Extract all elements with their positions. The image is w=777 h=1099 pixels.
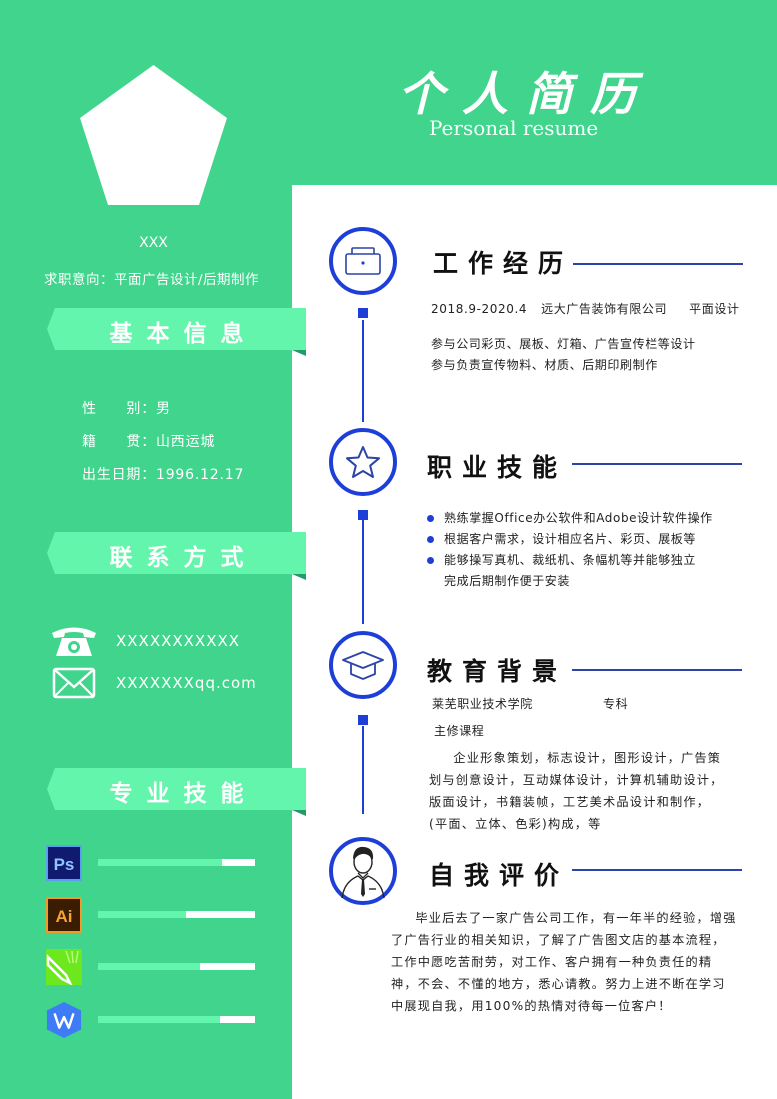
skills-list-item: 根据客户需求，设计相应名片、彩页、展板等: [427, 529, 747, 550]
skill-row-illustrator: Ai: [46, 897, 266, 935]
education-heading-line: [572, 669, 742, 671]
timeline-segment: [362, 520, 364, 624]
self-eval-icon-circle: [329, 837, 397, 905]
timeline-dot: [358, 510, 368, 520]
ps-icon: Ps: [46, 845, 82, 881]
job-intent: 求职意向：平面广告设计/后期制作: [44, 272, 260, 288]
basic-info-heading: 基本信息: [109, 320, 258, 347]
contact-email: XXXXXXXqq.com: [50, 667, 257, 699]
contact-heading: 联系方式: [109, 544, 258, 571]
pro-skills-heading: 专业技能: [109, 780, 258, 807]
info-row-gender: 性 别：男: [82, 401, 171, 417]
skill-bar-wps: [98, 1016, 255, 1023]
resume-subtitle: Personal resume: [429, 116, 599, 140]
phone-number: XXXXXXXXXXX: [116, 632, 241, 650]
resume-title: 个人简历: [398, 67, 654, 121]
person-avatar-icon: [341, 846, 385, 898]
envelope-icon: [52, 667, 96, 699]
skill-bar-illustrator: [98, 911, 255, 918]
wps-icon: [46, 1002, 82, 1038]
basic-info-ribbon: 基本信息: [47, 308, 306, 356]
work-duty: 参与负责宣传物料、材质、后期印刷制作: [431, 358, 658, 372]
contact-ribbon: 联系方式: [47, 532, 306, 580]
briefcase-icon: [345, 247, 381, 275]
work-position: 平面设计: [689, 302, 740, 316]
ai-icon: Ai: [46, 897, 82, 933]
skills-list-item: 完成后期制作便于安装: [444, 574, 571, 588]
education-degree: 专科: [603, 697, 629, 711]
info-row-hometown: 籍 贯：山西运城: [82, 434, 216, 450]
info-row-birthdate: 出生日期：1996.12.17: [82, 467, 245, 483]
photo-placeholder: [80, 65, 227, 205]
timeline-segment: [362, 320, 364, 422]
self-eval-heading-line: [572, 869, 742, 871]
telephone-icon: [52, 627, 96, 656]
work-heading: 工作经历: [433, 249, 574, 278]
timeline-dot: [358, 715, 368, 725]
education-icon-circle: [329, 631, 397, 699]
svg-text:Ai: Ai: [56, 907, 73, 926]
graduation-cap-icon: [342, 651, 384, 680]
self-eval-text: 毕业后去了一家广告公司工作，有一年半的经验，增强了广告行业的相关知识，了解了广告…: [391, 911, 737, 1013]
contact-phone: XXXXXXXXXXX: [50, 624, 240, 658]
skill-row-wps: [46, 1002, 266, 1040]
education-school: 莱芜职业技术学院: [432, 697, 533, 711]
work-company: 远大广告装饰有限公司: [541, 302, 668, 316]
skill-row-photoshop: Ps: [46, 845, 266, 883]
skills-list-item: 熟练掌握Office办公软件和Adobe设计软件操作: [427, 508, 747, 529]
education-heading: 教育背景: [427, 657, 568, 686]
skill-bar-coreldraw: [98, 963, 255, 970]
email-address: XXXXXXXqq.com: [116, 674, 257, 692]
skill-bar-photoshop: [98, 859, 255, 866]
courses-text: 企业形象策划，标志设计，图形设计，广告策划与创意设计，互动媒体设计，计算机辅助设…: [429, 751, 724, 831]
work-summary: 2018.9-2020.4 远大广告装饰有限公司 平面设计: [431, 299, 761, 320]
timeline-segment: [362, 726, 364, 814]
courses-label: 主修课程: [434, 724, 485, 738]
work-period: 2018.9-2020.4: [431, 302, 528, 316]
skills-list: 熟练掌握Office办公软件和Adobe设计软件操作 根据客户需求，设计相应名片…: [427, 508, 747, 592]
skills-heading-line: [572, 463, 742, 465]
star-icon: [346, 446, 380, 478]
coreldraw-icon: [46, 949, 82, 985]
skills-list-item: 能够操写真机、裁纸机、条幅机等并能够独立: [427, 550, 747, 571]
work-icon-circle: [329, 227, 397, 295]
pro-skills-ribbon: 专业技能: [47, 768, 306, 816]
skill-row-coreldraw: [46, 949, 266, 987]
svg-text:Ps: Ps: [54, 855, 75, 874]
skills-icon-circle: [329, 428, 397, 496]
timeline-dot: [358, 308, 368, 318]
candidate-name: XXX: [139, 235, 168, 251]
skills-heading: 职业技能: [427, 453, 568, 482]
self-eval-heading: 自我评价: [429, 861, 570, 890]
work-duty: 参与公司彩页、展板、灯箱、广告宣传栏等设计: [431, 337, 696, 351]
work-heading-line: [573, 263, 743, 265]
